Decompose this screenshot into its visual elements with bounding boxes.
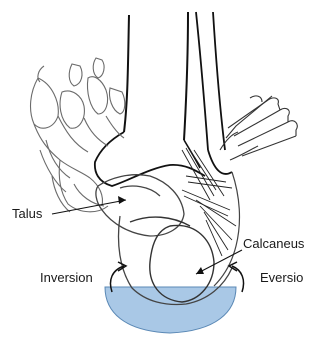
distal-tibia: [95, 132, 205, 186]
fibula-bone: [196, 12, 232, 174]
eversion-label: Eversio: [260, 271, 303, 284]
talus-bone: [96, 175, 184, 236]
tibia-bone: [124, 12, 188, 140]
inversion-label: Inversion: [40, 271, 93, 284]
right-foot-bones: [220, 96, 297, 160]
rocker-base: [105, 287, 236, 333]
ankle-ligaments: [182, 148, 236, 256]
left-foot-bones: [31, 58, 125, 212]
talus-arrowhead: [118, 196, 126, 204]
malleolus: [184, 140, 200, 168]
talus-label: Talus: [12, 207, 42, 220]
lateral-heel: [214, 172, 239, 286]
calcaneus-label: Calcaneus: [243, 237, 304, 250]
